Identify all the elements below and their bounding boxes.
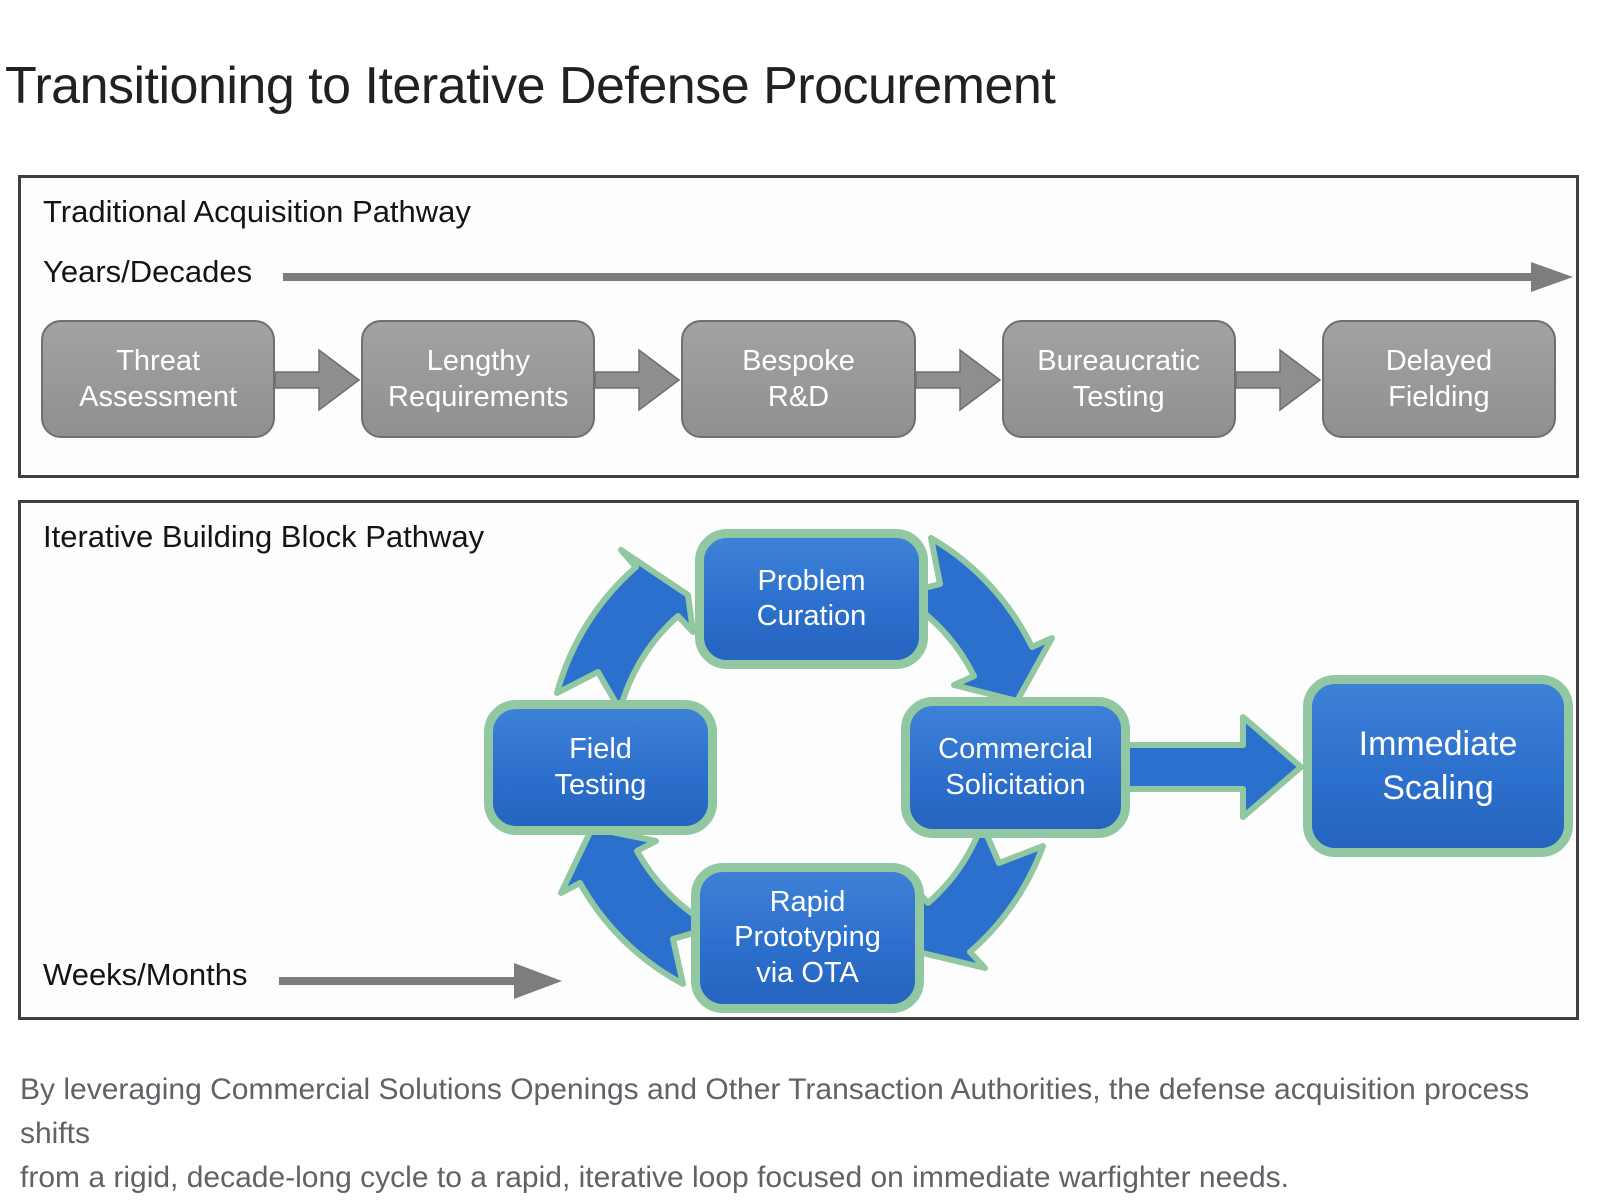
cycle-box-rapid-prototyping: Rapid Prototyping via OTA [691, 863, 924, 1013]
stage-box-bespoke-rd: Bespoke R&D [681, 320, 916, 438]
scaling-arrow-icon [1113, 714, 1304, 820]
stage-box-bureaucratic-testing: Bureaucratic Testing [1001, 320, 1236, 438]
flow-arrow-icon [915, 348, 1001, 412]
flow-arrow-shape [595, 348, 681, 412]
weeks-months-label: Weeks/Months [43, 957, 248, 992]
cycle-box-field-testing: Field Testing [484, 700, 717, 835]
outcome-box-immediate-scaling: Immediate Scaling [1303, 675, 1573, 857]
timeline-arrow-icon [283, 262, 1573, 292]
iterative-pathway-panel: Iterative Building Block Pathway Problem… [18, 500, 1579, 1020]
page-title: Transitioning to Iterative Defense Procu… [5, 57, 1056, 115]
stage-box-threat-assessment: Threat Assessment [41, 320, 276, 438]
timeline-arrow-shaft [279, 977, 514, 985]
timeline-arrow-icon [279, 963, 562, 999]
traditional-panel-title: Traditional Acquisition Pathway [43, 194, 471, 229]
cycle-box-problem-curation: Problem Curation [695, 529, 928, 669]
stage-box-lengthy-requirements: Lengthy Requirements [361, 320, 596, 438]
traditional-stage-row: Threat Assessment Lengthy Requirements B… [41, 319, 1557, 439]
caption-line-1: By leveraging Commercial Solutions Openi… [20, 1073, 1530, 1150]
flow-arrow-shape [1235, 348, 1322, 412]
flow-arrow-icon [275, 348, 361, 412]
timeline-arrow-head [514, 963, 562, 999]
cycle-arrow-se [910, 821, 1046, 971]
caption: By leveraging Commercial Solutions Openi… [20, 1068, 1600, 1200]
flow-arrow-shape [915, 348, 1001, 412]
timeline-arrow-head [1531, 262, 1573, 292]
flow-arrow-shape [275, 348, 361, 412]
timeline-arrow-shaft [283, 273, 1531, 281]
traditional-pathway-panel: Traditional Acquisition Pathway Years/De… [18, 175, 1579, 478]
flow-arrow-icon [1235, 348, 1322, 412]
caption-line-2: from a rigid, decade-long cycle to a rap… [20, 1161, 1290, 1194]
cycle-box-commercial-solicitation: Commercial Solicitation [901, 697, 1130, 838]
years-decades-label: Years/Decades [43, 254, 253, 289]
stage-box-delayed-fielding: Delayed Fielding [1321, 320, 1557, 438]
cycle-arrow-nw [554, 547, 696, 713]
flow-arrow-icon [595, 348, 681, 412]
iterative-panel-title: Iterative Building Block Pathway [43, 519, 485, 554]
